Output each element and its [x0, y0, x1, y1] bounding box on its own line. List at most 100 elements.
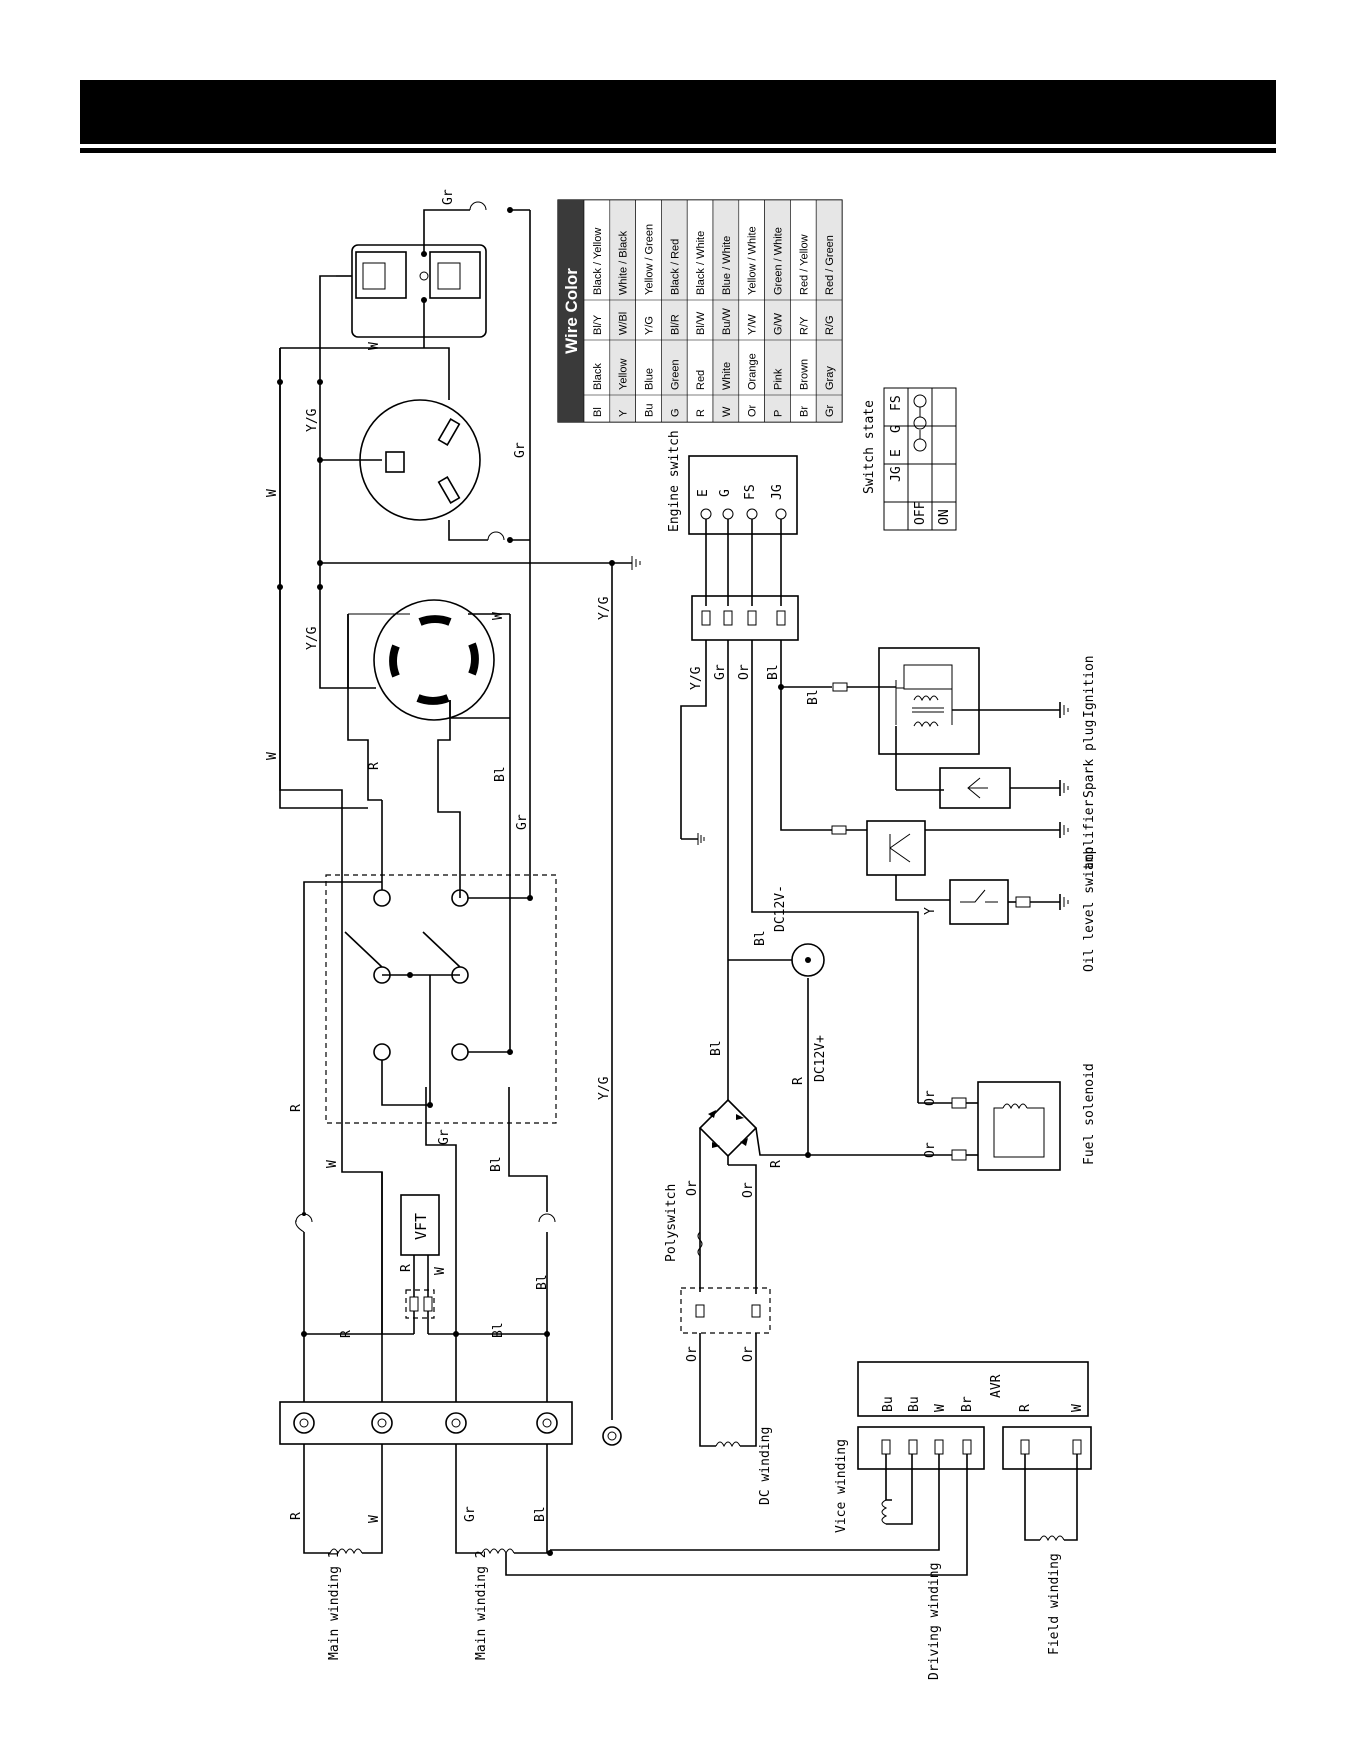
wire-color-code: R [695, 409, 707, 417]
wire-label-bl-2: Bl [489, 1156, 504, 1172]
wire-label-bu-2: Bu [907, 1396, 922, 1412]
wire-color-code2: Bl/Y [592, 314, 604, 335]
wire-label-or-2: Or [741, 1182, 756, 1198]
wire-color-name2: Black / Red [669, 239, 681, 295]
switch-col-fs: FS [889, 395, 904, 411]
header-bar [80, 80, 1276, 144]
wire-label-r-dc: R [791, 1077, 806, 1085]
wire-color-row [661, 199, 688, 423]
wire-label-w-avr-1: W [933, 1404, 948, 1412]
wire-label-yg-eng: Y/G [689, 666, 704, 690]
engine-term-g: G [718, 489, 733, 497]
wire-color-name: Green [669, 359, 681, 390]
fuel-solenoid-label: Fuel solenoid [1082, 1063, 1097, 1165]
wire-color-row [815, 199, 843, 423]
wire-label-w-twist: W [491, 612, 506, 620]
wire-color-code2: G/W [773, 312, 785, 335]
wire-label-r-avr: R [1018, 1404, 1033, 1412]
wire-label-yg-2: Y/G [305, 626, 320, 650]
wire-color-name: Orange [747, 353, 759, 390]
dc12v-minus-label: DC12V- [773, 885, 788, 932]
engine-term-e: E [696, 489, 711, 497]
wire-label-bl-5: Bl [533, 1506, 548, 1522]
wire-label-w-4: W [367, 1515, 382, 1523]
wire-color-row [790, 199, 817, 423]
wire-color-name2: Red / Green [824, 235, 836, 295]
dc-winding [699, 1333, 757, 1448]
polyswitch-label: Polyswitch [664, 1184, 679, 1262]
terminal-block [279, 1401, 573, 1445]
ignition-coil [832, 647, 1060, 791]
wire-label-yg-ground: Y/G [597, 596, 612, 620]
wire-color-name2: Yellow / White [747, 226, 759, 295]
engine-switch: Engine switch E G FS JG [667, 430, 799, 641]
amplifier-label: amplifier [1082, 799, 1097, 870]
wire-label-bl-ign: Bl [806, 689, 821, 705]
field-winding [1024, 1454, 1078, 1542]
wire-color-code: G [669, 408, 681, 417]
wire-color-row [583, 199, 611, 423]
twist-lock-receptacle [347, 599, 510, 721]
oil-level-switch [949, 879, 1060, 925]
ignition-label: Ignition [1082, 655, 1097, 718]
wire-color-name2: White / Black [618, 230, 630, 295]
wire-color-name2: Black / White [695, 231, 707, 295]
wire-label-gr-2: Gr [513, 442, 528, 458]
switch-row-on: ON [937, 509, 952, 525]
wire-color-name: Black [592, 363, 604, 390]
wire-color-name: Pink [773, 368, 785, 390]
wire-color-row [609, 199, 636, 423]
wire-color-row [738, 199, 765, 423]
wire-label-bl-bridge: Bl [709, 1040, 724, 1056]
field-winding-label: Field winding [1047, 1553, 1062, 1655]
avr-label: AVR [989, 1374, 1004, 1398]
switch-col-g: G [889, 425, 904, 433]
wire-label-bl-eng: Bl [766, 664, 781, 680]
switch-row-off: OFF [913, 501, 928, 525]
switch-state-table: Switch state JG E G FS OFF ON [862, 387, 957, 531]
wire-label-bl-3: Bl [535, 1274, 550, 1290]
wire-color-code2: W/Bl [618, 312, 630, 335]
wire-color-code: Br [798, 406, 810, 417]
wire-color-code: Or [747, 404, 759, 417]
vft-module [400, 1194, 456, 1335]
wire-label-r-1: R [367, 762, 382, 770]
wire-label-gr-eng: Gr [713, 664, 728, 680]
avr [857, 1361, 1092, 1470]
wire-label-r-3: R [339, 1330, 354, 1338]
polyswitch [680, 1231, 771, 1334]
duplex-receptacle [319, 201, 531, 540]
wire-label-or-1: Or [685, 1180, 700, 1196]
wire-label-r-2: R [289, 1104, 304, 1112]
wire-label-yg-1: Y/G [305, 408, 320, 432]
wire-color-code: Gr [824, 404, 836, 417]
vice-winding-label: Vice winding [834, 1439, 849, 1533]
wire-label-or-eng: Or [737, 664, 752, 680]
wire-color-name: Gray [824, 366, 836, 390]
wire-label-r-vft: R [399, 1264, 414, 1272]
switch-col-jg: JG [889, 466, 904, 482]
wire-label-w-vft: W [433, 1267, 448, 1275]
wire-color-code: W [721, 406, 733, 417]
dc12v-plus-label: DC12V+ [813, 1035, 828, 1082]
driving-winding-label: Driving winding [927, 1563, 942, 1680]
switch-state-title: Switch state [862, 400, 877, 494]
vft-label: VFT [412, 1213, 430, 1240]
wire-label-bl-dc: Bl [753, 930, 768, 946]
wire-color-code: Bu [644, 404, 656, 417]
fuel-solenoid [808, 1081, 1061, 1171]
rectifier-bridge [698, 978, 811, 1294]
circuit-breaker [325, 800, 557, 1124]
wire-color-code2: Bl/R [669, 314, 681, 335]
spark-plug-label: Spark plug [1082, 720, 1097, 798]
wire-color-name2: Yellow / Green [644, 224, 656, 295]
wire-color-code: Y [618, 409, 630, 417]
wire-label-gr-4: Gr [437, 1129, 452, 1145]
wire-color-name: Blue [644, 368, 656, 390]
wire-color-name: Red [695, 370, 707, 390]
wire-label-bl-1: Bl [493, 766, 508, 782]
wire-color-title: Wire Color [562, 268, 581, 354]
amplifier [831, 820, 1060, 901]
spark-plug [939, 767, 1060, 809]
